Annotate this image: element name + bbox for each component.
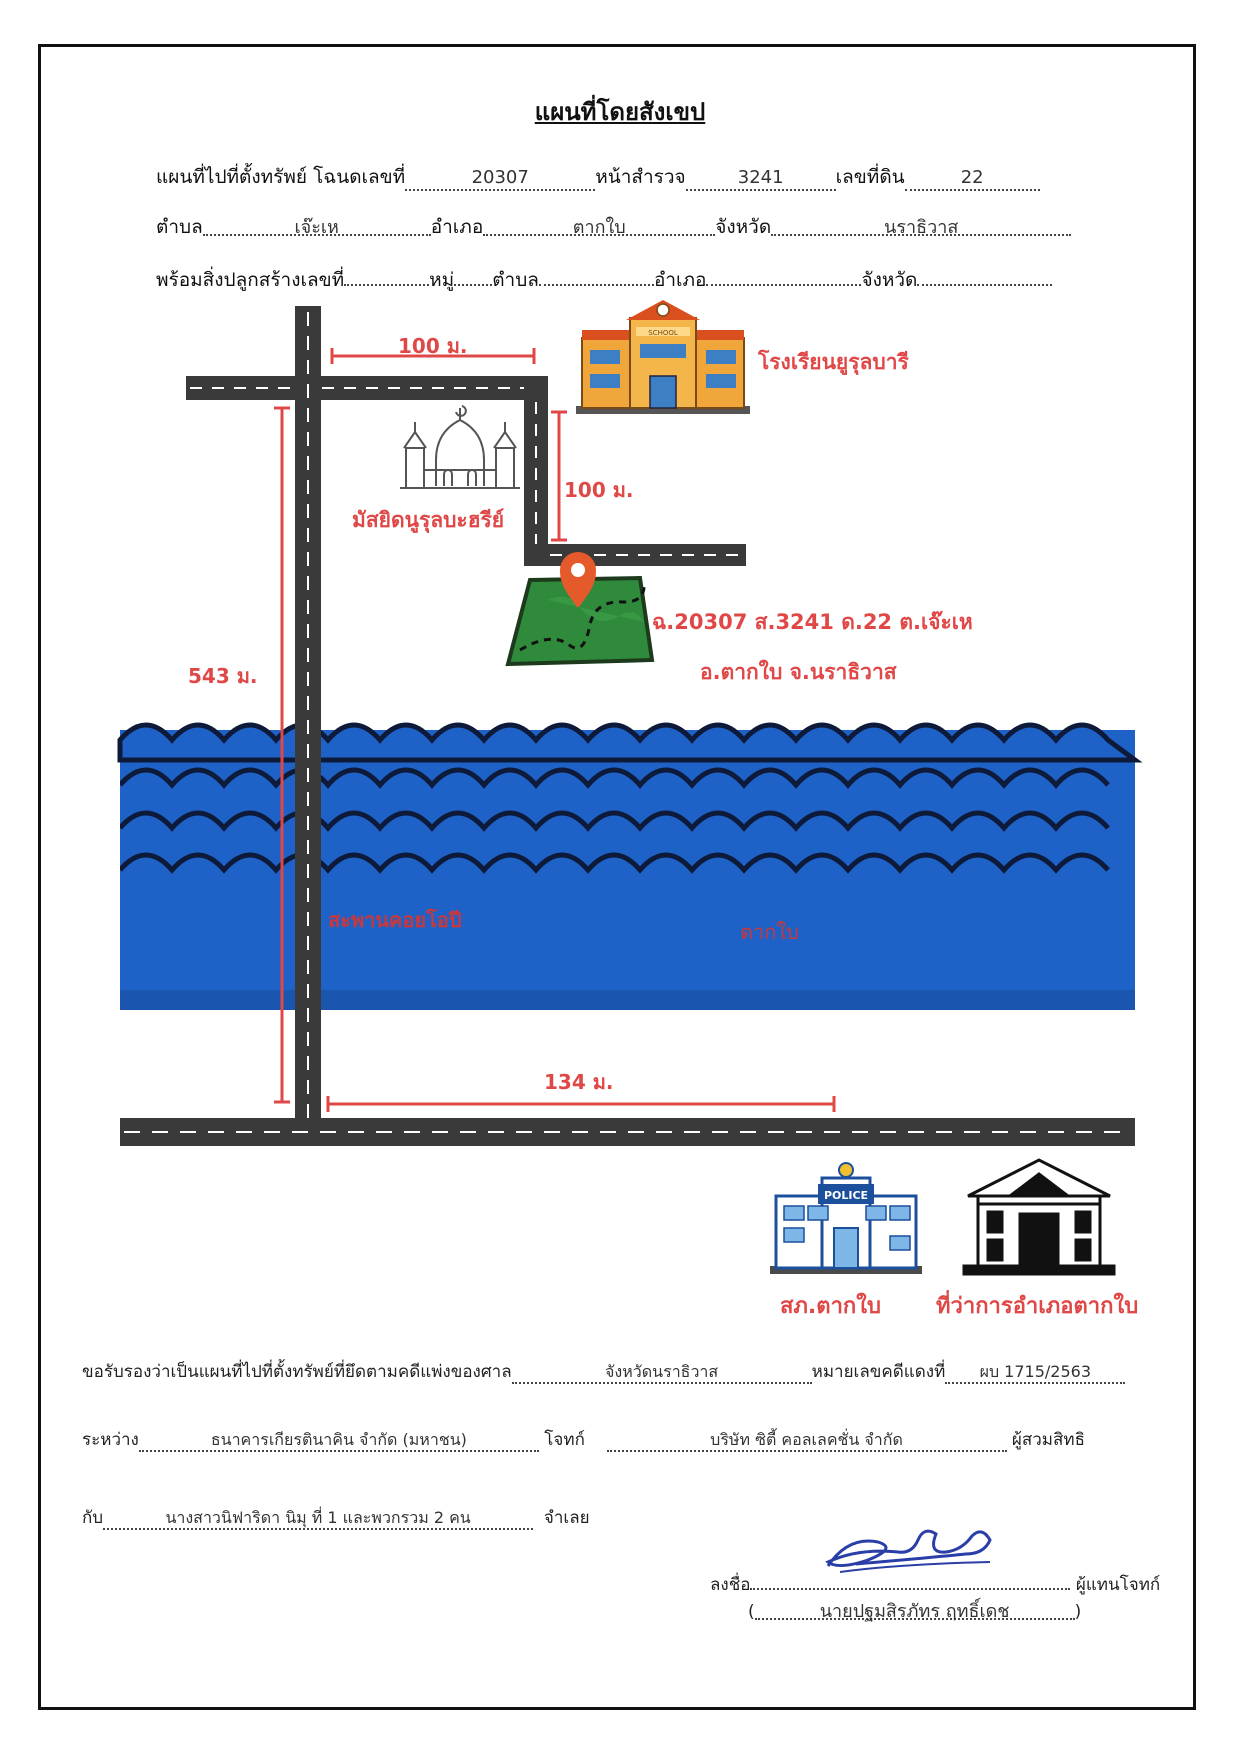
dimension-top <box>330 348 536 364</box>
map-to-label: แผนที่ไปที่ตั้งทรัพย์ โฉนดเลขที่ <box>156 166 406 188</box>
case-number-label: หมายเลขคดีแดงที่ <box>811 1362 946 1382</box>
province-field-2 <box>917 262 1053 286</box>
deed-number-field: 20307 <box>405 167 596 191</box>
open-paren: ( <box>748 1602 755 1622</box>
dimension-bottom <box>326 1096 836 1112</box>
dimension-right <box>551 410 567 542</box>
building-number-field <box>344 262 430 286</box>
signer-name-field: นายปฐมสิรภัทร ฤทธิ์เดช <box>754 1596 1075 1622</box>
river-water <box>117 722 1143 1010</box>
district-field-2 <box>706 262 862 286</box>
river-label: ตากใบ <box>740 920 799 944</box>
land-number-label: เลขที่ดิน <box>835 166 905 188</box>
sign-role-label: ผู้แทนโจทก์ <box>1075 1575 1161 1595</box>
district-office-icon <box>962 1158 1116 1276</box>
main-vertical-road <box>295 306 321 1124</box>
district-office-label: ที่ว่าการอำเภอตากใบ <box>936 1294 1139 1319</box>
document-frame <box>38 44 1196 1710</box>
police-station-icon: POLICE <box>770 1162 922 1274</box>
parcel-label-line1: ฉ.20307 ส.3241 ด.22 ต.เจ๊ะเห <box>652 610 973 634</box>
police-sign-text: POLICE <box>824 1189 868 1202</box>
page-title: แผนที่โดยสังเขป <box>534 98 706 126</box>
case-number-field: ผบ 1715/2563 <box>945 1360 1126 1384</box>
plaintiff-role-label: โจทก์ <box>544 1430 585 1450</box>
close-paren: ) <box>1074 1602 1082 1622</box>
province-label-2: จังหวัด <box>861 269 918 291</box>
subdistrict-field: เจ๊ะเห <box>202 212 431 238</box>
distance-left-label: 543 ม. <box>188 664 258 688</box>
successor-role-label: ผู้สวมสิทธิ <box>1011 1430 1085 1450</box>
certify-label: ขอรับรองว่าเป็นแผนที่ไปที่ตั้งทรัพย์ที่ย… <box>82 1362 512 1382</box>
court-field: จังหวัดนราธิวาส <box>511 1360 812 1384</box>
dimension-left <box>274 406 290 1104</box>
successor-field: บริษัท ซิตี้ คอลเลคชั่น จำกัด <box>606 1428 1007 1452</box>
subdistrict-label-2: ตำบล <box>492 269 539 291</box>
location-pin-icon <box>560 552 596 608</box>
sign-label: ลงชื่อ <box>710 1575 751 1595</box>
between-label: ระหว่าง <box>82 1430 139 1450</box>
signature-mark <box>825 1529 992 1573</box>
bottom-road <box>120 1118 1135 1146</box>
distance-bottom-label: 134 ม. <box>544 1070 614 1094</box>
subdistrict-label: ตำบล <box>156 216 203 238</box>
district-label-2: อำเภอ <box>653 269 707 291</box>
province-label: จังหวัด <box>715 216 772 238</box>
school-icon: SCHOOL <box>576 300 750 414</box>
bridge-label: สะพานคอยโอปี <box>328 908 462 932</box>
land-number-field: 22 <box>904 167 1040 191</box>
form-line-building: พร้อมสิ่งปลูกสร้างเลขที่ หมู่ ตำบล อำเภอ จัง… <box>156 262 1053 295</box>
parcel-label-line2: อ.ตากใบ จ.นราธิวาส <box>700 660 897 684</box>
form-line-location: ตำบลเจ๊ะเหอำเภอตากใบจังหวัดนราธิวาส <box>156 212 1072 242</box>
distance-top-label: 100 ม. <box>398 334 468 358</box>
footer-defendant-line: กับนางสาวนิฟาริดา นิมุ ที่ 1 และพวกรวม 2… <box>82 1504 590 1531</box>
footer-certify-line: ขอรับรองว่าเป็นแผนที่ไปที่ตั้งทรัพย์ที่ย… <box>82 1358 1126 1385</box>
footer-parties-line: ระหว่างธนาคารเกียรตินาคิน จำกัด (มหาชน) … <box>82 1426 1085 1453</box>
with-label: กับ <box>82 1508 104 1528</box>
district-label: อำเภอ <box>430 216 484 238</box>
police-label: สภ.ตากใบ <box>780 1294 881 1319</box>
building-number-label: พร้อมสิ่งปลูกสร้างเลขที่ <box>156 269 345 291</box>
district-field: ตากใบ <box>483 212 716 238</box>
subdistrict-field-2 <box>538 262 654 286</box>
signature-field <box>750 1566 1071 1590</box>
school-sign-text: SCHOOL <box>648 329 678 337</box>
top-road <box>186 376 548 400</box>
moo-label: หมู่ <box>429 269 455 291</box>
mosque-icon <box>400 405 520 489</box>
plaintiff-field: ธนาคารเกียรตินาคิน จำกัด (มหาชน) <box>138 1428 539 1452</box>
distance-right-label: 100 ม. <box>564 478 634 502</box>
footer-signature-line: ลงชื่อ ผู้แทนโจทก์ <box>710 1566 1160 1598</box>
land-parcel <box>505 575 655 667</box>
survey-page-field: 3241 <box>685 167 836 191</box>
signer-name-line: (นายปฐมสิรภัทร ฤทธิ์เดช) <box>748 1596 1081 1622</box>
survey-page-label: หน้าสำรวจ <box>595 166 686 188</box>
moo-field <box>454 262 493 286</box>
defendant-role-label: จำเลย <box>543 1508 590 1528</box>
province-field: นราธิวาส <box>771 212 1072 238</box>
defendant-field: นางสาวนิฟาริดา นิมุ ที่ 1 และพวกรวม 2 คน <box>103 1506 534 1530</box>
mosque-label: มัสยิดนูรุลบะฮรีย์ <box>352 508 505 532</box>
school-label: โรงเรียนยูรุลบารี <box>758 350 909 374</box>
